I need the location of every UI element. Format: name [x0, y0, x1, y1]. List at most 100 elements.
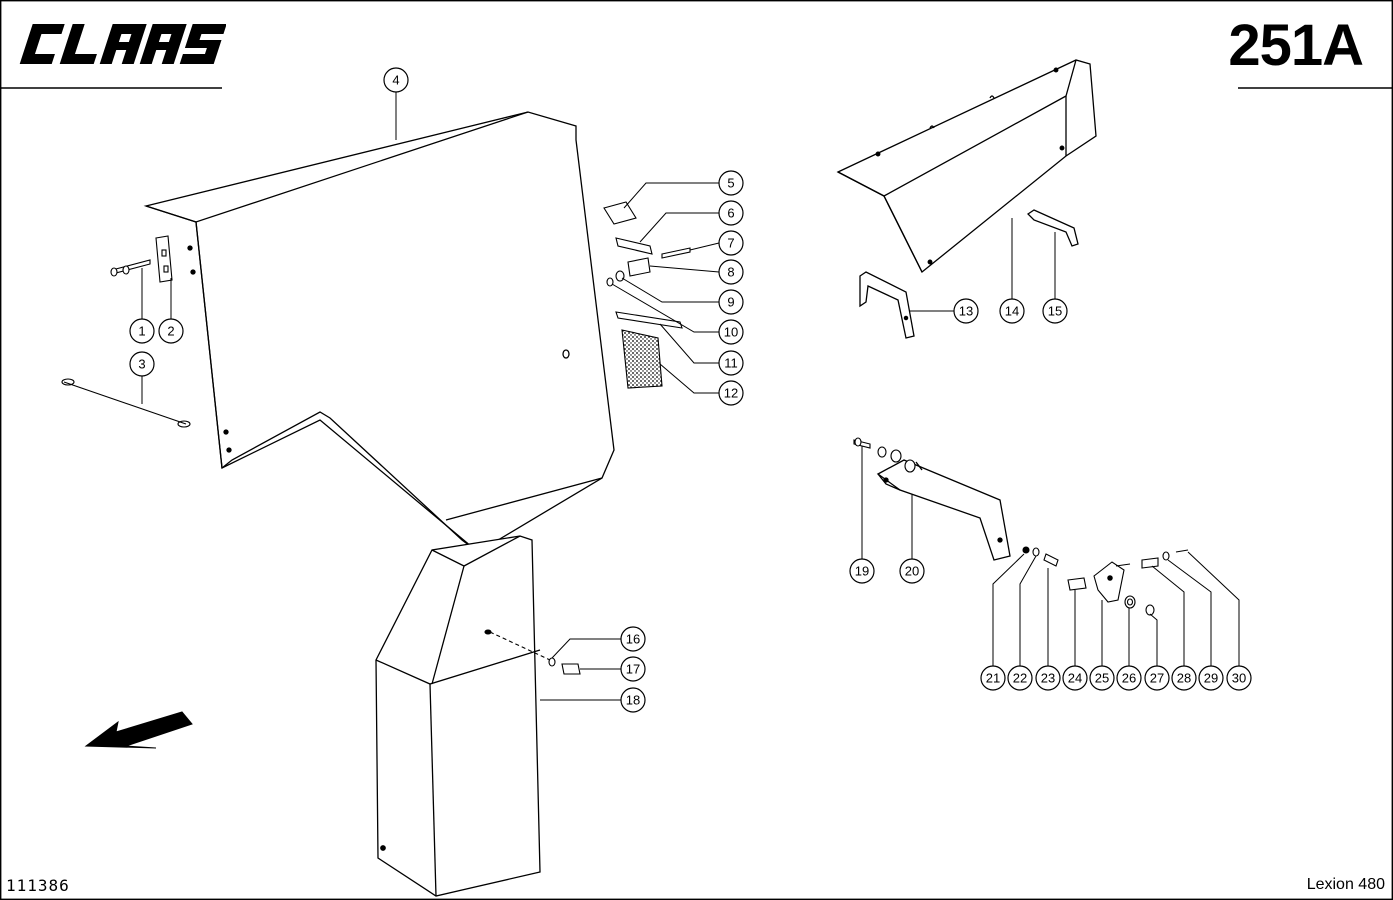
callout-29: 29 — [1198, 665, 1224, 691]
callout-circle-4 — [383, 67, 409, 93]
callout-circle-13 — [953, 298, 979, 324]
callout-circle-16 — [620, 626, 646, 652]
callout-label-17: 17 — [626, 662, 640, 677]
callout-13: 13 — [953, 298, 979, 324]
leader-line-11 — [659, 323, 719, 364]
callout-label-21: 21 — [986, 671, 1000, 686]
leader-line-10 — [611, 283, 719, 333]
leader-line-5 — [623, 182, 719, 209]
small-parts-5-12 — [603, 201, 691, 389]
plate-part-5 — [603, 201, 637, 225]
leader-line-22 — [1019, 555, 1037, 666]
callout-label-15: 15 — [1048, 304, 1062, 319]
callout-label-26: 26 — [1122, 671, 1136, 686]
callout-21: 21 — [980, 665, 1006, 691]
callout-circle-15 — [1042, 298, 1068, 324]
callout-circle-17 — [620, 656, 646, 682]
callout-circle-24 — [1062, 665, 1088, 691]
washer-part-16 — [548, 657, 556, 667]
callout-circle-9 — [718, 289, 744, 315]
support-bracket-part-20 — [876, 459, 1011, 561]
callout-circle-22 — [1007, 665, 1033, 691]
callout-label-5: 5 — [727, 176, 734, 191]
callout-label-16: 16 — [626, 632, 640, 647]
callout-label-11: 11 — [724, 356, 738, 371]
callout-circle-29 — [1198, 665, 1224, 691]
callout-label-1: 1 — [138, 324, 145, 339]
callout-label-27: 27 — [1150, 671, 1164, 686]
claas-logo — [19, 24, 226, 64]
washer-part-9 — [615, 270, 625, 282]
callout-19: 19 — [849, 558, 875, 584]
callout-circle-3 — [129, 351, 155, 377]
screw-part-7 — [661, 247, 691, 259]
callout-label-7: 7 — [727, 236, 734, 251]
nut-part-17 — [561, 663, 581, 675]
callout-label-19: 19 — [855, 564, 869, 579]
callout-27: 27 — [1144, 665, 1170, 691]
callout-circle-20 — [899, 558, 925, 584]
page-code: 251A — [1228, 13, 1364, 78]
callout-3: 3 — [129, 351, 155, 377]
callout-label-23: 23 — [1041, 671, 1055, 686]
callout-label-9: 9 — [727, 295, 734, 310]
callout-25: 25 — [1089, 665, 1115, 691]
callout-16: 16 — [620, 626, 646, 652]
callout-24: 24 — [1062, 665, 1088, 691]
callout-label-14: 14 — [1005, 304, 1019, 319]
callout-circle-27 — [1144, 665, 1170, 691]
callout-label-8: 8 — [727, 265, 734, 280]
bolt-part-1 — [111, 259, 151, 275]
washer-part-10 — [606, 277, 614, 287]
leader-line-12 — [659, 363, 719, 394]
callout-20: 20 — [899, 558, 925, 584]
callout-label-20: 20 — [905, 564, 919, 579]
callout-30: 30 — [1226, 665, 1252, 691]
callout-circle-8 — [718, 259, 744, 285]
bracket-part-13 — [859, 271, 915, 339]
leader-line-30 — [1187, 551, 1240, 666]
spring-part-8 — [627, 257, 651, 277]
callout-6: 6 — [718, 200, 744, 226]
leader-line-16 — [551, 638, 621, 659]
callout-9: 9 — [718, 289, 744, 315]
side-panel-part-4 — [143, 111, 615, 553]
callout-circle-1 — [129, 318, 155, 344]
callout-circle-30 — [1226, 665, 1252, 691]
callout-label-4: 4 — [392, 73, 399, 88]
callout-label-25: 25 — [1095, 671, 1109, 686]
callout-circle-6 — [718, 200, 744, 226]
callout-circle-10 — [718, 319, 744, 345]
callout-circle-23 — [1035, 665, 1061, 691]
callout-28: 28 — [1171, 665, 1197, 691]
callout-circle-18 — [620, 687, 646, 713]
leader-line-7 — [689, 242, 720, 251]
leader-lines — [141, 92, 1240, 701]
cable-part-3 — [63, 381, 187, 425]
model-label: Lexion 480 — [1306, 876, 1385, 893]
callout-circle-14 — [999, 298, 1025, 324]
callout-label-13: 13 — [959, 304, 973, 319]
callout-label-18: 18 — [626, 693, 640, 708]
hinge-part-2 — [155, 235, 173, 283]
callout-4: 4 — [383, 67, 409, 93]
callout-circle-28 — [1171, 665, 1197, 691]
cover-part-14 — [836, 59, 1097, 274]
callout-circle-5 — [718, 170, 744, 196]
callout-circle-2 — [158, 318, 184, 344]
callout-10: 10 — [718, 319, 744, 345]
bracket-part-15 — [1026, 209, 1079, 247]
callout-circle-7 — [718, 230, 744, 256]
drawing-number: 111386 — [6, 876, 70, 895]
reflector-part-12 — [621, 329, 663, 389]
strip-part-6 — [615, 237, 653, 255]
callout-label-2: 2 — [167, 324, 174, 339]
fastener-set-21-30 — [1022, 546, 1189, 616]
callout-circle-19 — [849, 558, 875, 584]
callout-label-28: 28 — [1177, 671, 1191, 686]
lower-panel-part-18 — [375, 535, 541, 897]
